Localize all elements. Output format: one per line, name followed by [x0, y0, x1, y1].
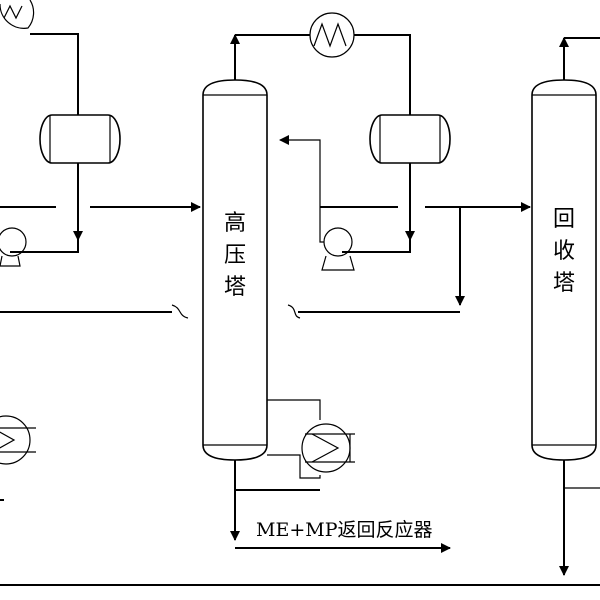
- hp-reboiler-loop: [267, 399, 321, 420]
- recovery-column-label-2: 收: [553, 239, 575, 264]
- hp-reflux-line: [279, 135, 324, 243]
- hp-column-label-3: 塔: [224, 275, 246, 300]
- high-pressure-column: 高 压 塔: [202, 79, 268, 461]
- hp-pump-icon: [321, 227, 355, 271]
- hp-bottoms-line: [234, 460, 320, 491]
- recovery-column-body: [531, 79, 597, 461]
- hp-column-label-2: 压: [224, 243, 246, 268]
- recovery-column-label-3: 塔: [553, 271, 575, 296]
- left-pump-icon: [0, 227, 27, 257]
- bottom-return-label: ME+MP返回反应器: [256, 519, 432, 541]
- hp-column-label-1: 高: [224, 211, 246, 236]
- hp-column-body: [202, 79, 268, 461]
- left-section: [0, 0, 201, 465]
- left-overhead-line: [30, 33, 79, 115]
- left-reboiler-icon: [0, 415, 31, 465]
- hp-reflux-drum: [369, 114, 451, 164]
- hp-condenser-icon: [309, 12, 355, 58]
- recovery-column-label-1: 回: [553, 207, 575, 232]
- recovery-column: 回 收 塔: [531, 79, 597, 461]
- hp-reboiler-icon: [301, 423, 355, 473]
- left-condenser-icon: [0, 0, 35, 29]
- left-reflux-drum: [39, 114, 121, 164]
